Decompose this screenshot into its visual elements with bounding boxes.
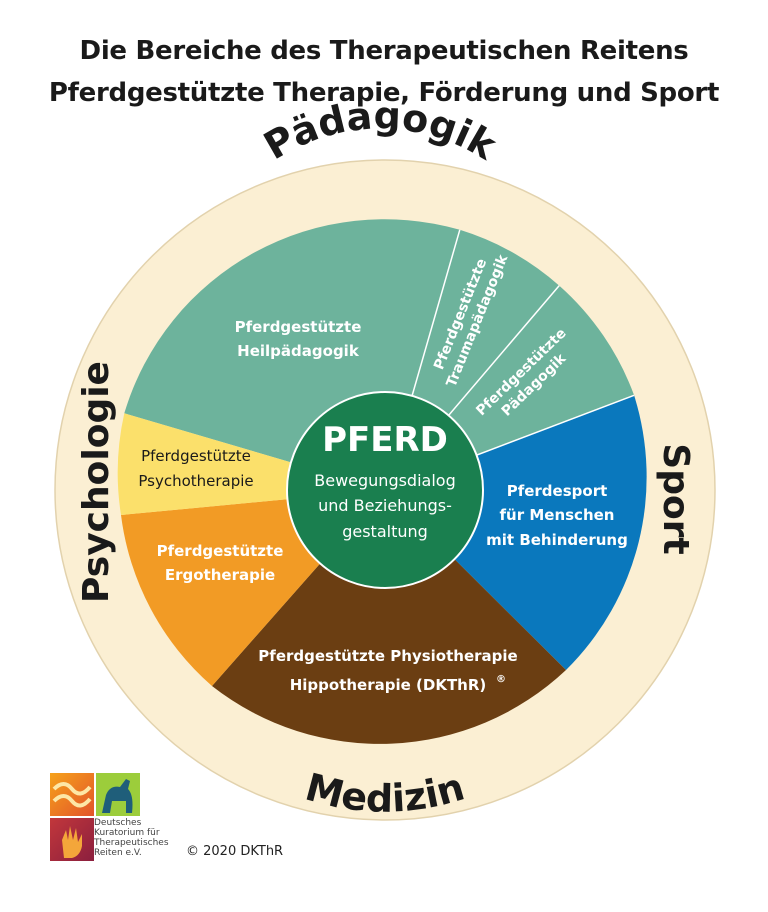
title-line-1: Die Bereiche des Therapeutischen Reitens bbox=[79, 36, 689, 66]
ring-label-left: Psychologie bbox=[76, 361, 117, 603]
dkthr-logo bbox=[50, 773, 140, 861]
center-title: PFERD bbox=[322, 420, 448, 460]
horse-icon bbox=[102, 779, 133, 813]
copyright-notice: © 2020 DKThR bbox=[186, 844, 284, 859]
logo-text-line-4: Reiten e.V. bbox=[94, 848, 142, 858]
psycho-label-2: Psychotherapie bbox=[138, 472, 253, 490]
physio-label-1: Pferdgestützte Physiotherapie bbox=[258, 647, 517, 665]
heilpaedagogik-label-1: Pferdgestützte bbox=[235, 318, 362, 336]
logo-text-line-2: Kuratorium für bbox=[94, 828, 160, 838]
flame-icon bbox=[52, 782, 92, 808]
sport-label-3: mit Behinderung bbox=[486, 531, 628, 549]
center-line-1: Bewegungsdialog bbox=[314, 471, 455, 490]
ring-label-top: Pädagogik bbox=[257, 93, 505, 168]
logo-text: Deutsches Kuratorium für Therapeutisches… bbox=[94, 818, 184, 858]
logo-text-line-3: Therapeutisches bbox=[94, 838, 169, 848]
heilpaedagogik-label-2: Heilpädagogik bbox=[237, 342, 360, 360]
center-line-3: gestaltung bbox=[342, 522, 428, 541]
hand-icon bbox=[62, 826, 82, 858]
psycho-label-1: Pferdgestützte bbox=[141, 447, 251, 465]
segment-sport bbox=[385, 395, 647, 670]
logo-hand-tile bbox=[50, 818, 94, 861]
logo-text-line-1: Deutsches bbox=[94, 818, 142, 828]
logo-horse-tile bbox=[96, 773, 140, 816]
sport-label-1: Pferdesport bbox=[507, 482, 608, 500]
ergo-label-2: Ergotherapie bbox=[165, 566, 275, 584]
logo-flame-tile bbox=[50, 773, 94, 816]
sport-label-2: für Menschen bbox=[500, 506, 615, 524]
ergo-label-1: Pferdgestützte bbox=[157, 542, 284, 560]
title-line-2: Pferdgestützte Therapie, Förderung und S… bbox=[48, 78, 720, 108]
physio-registered-mark: ® bbox=[496, 674, 506, 685]
physio-label-2: Hippotherapie (DKThR) bbox=[290, 676, 487, 694]
center-circle bbox=[286, 391, 484, 589]
ring-label-right: Sport bbox=[655, 443, 696, 554]
segment-physio bbox=[212, 490, 566, 744]
center-line-2: und Beziehungs- bbox=[318, 496, 452, 515]
